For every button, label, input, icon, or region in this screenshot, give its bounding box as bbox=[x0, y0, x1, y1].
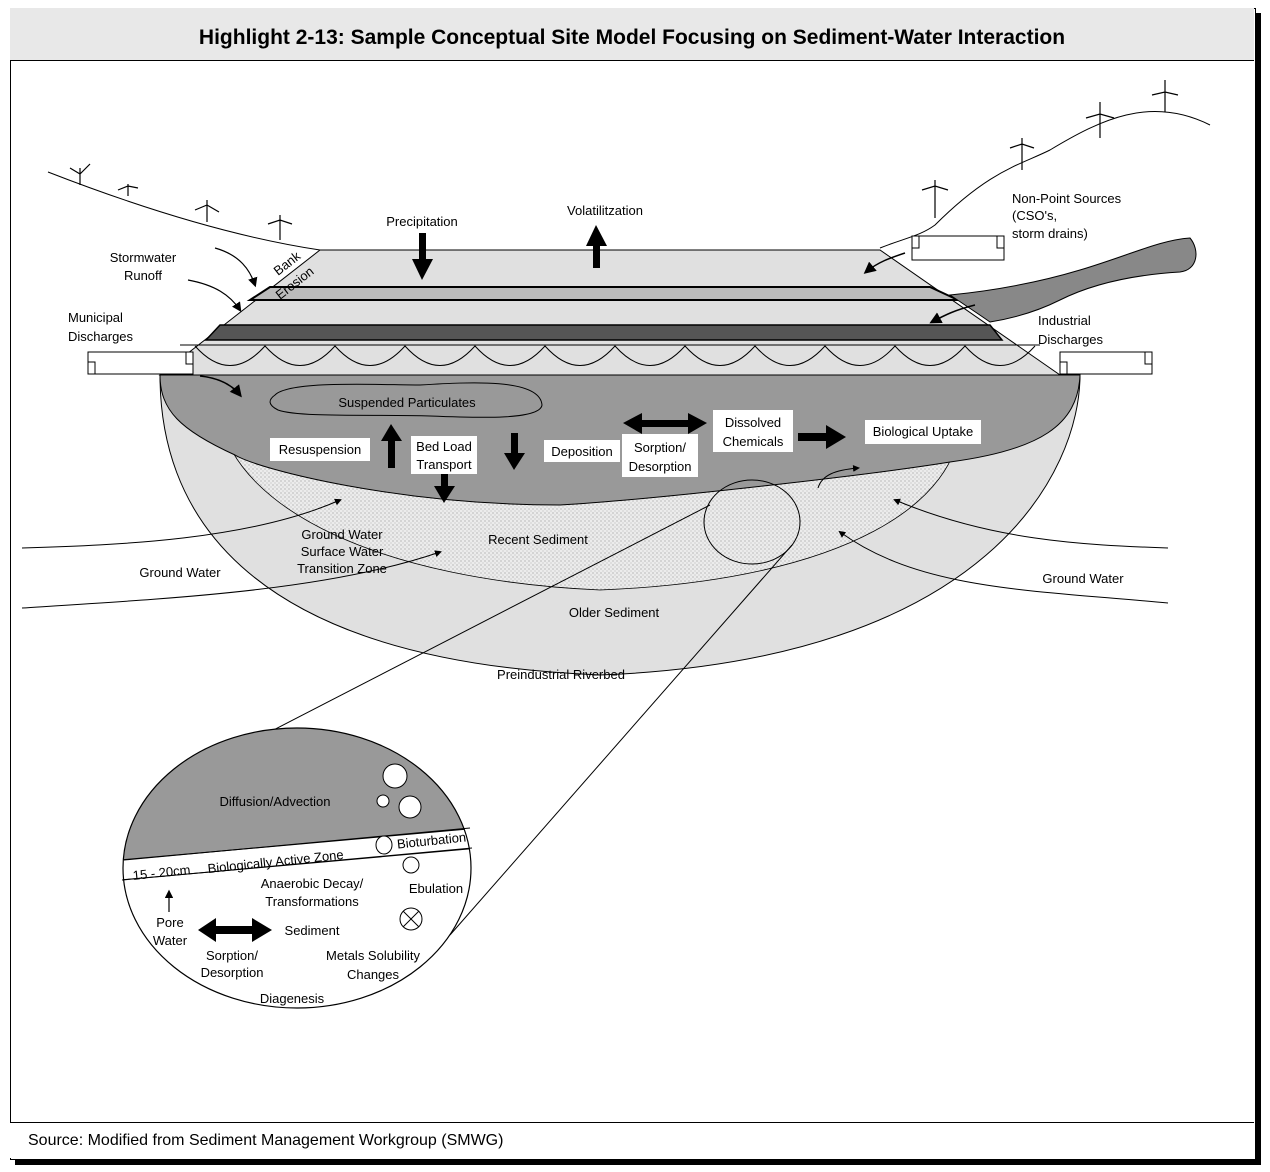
bubble-icon bbox=[398, 795, 422, 819]
label-ground-water-left: Ground Water bbox=[139, 565, 221, 580]
stormwater-arrow bbox=[214, 247, 258, 288]
inset-label-diffusion: Diffusion/Advection bbox=[219, 794, 330, 809]
surface-band-black bbox=[204, 324, 1004, 341]
label-older-sediment: Older Sediment bbox=[569, 605, 660, 620]
label-nonpoint-drains: storm drains) bbox=[1012, 226, 1088, 241]
bubble-icon bbox=[382, 763, 408, 789]
inset-label-diagenesis: Diagenesis bbox=[260, 991, 325, 1006]
inset-label-bioturbation: Bioturbation bbox=[396, 829, 467, 851]
label-ground-water-right: Ground Water bbox=[1042, 571, 1124, 586]
label-recent-sediment: Recent Sediment bbox=[488, 532, 588, 547]
right-hillside bbox=[879, 111, 1211, 249]
label-desorption: Desorption bbox=[629, 459, 692, 474]
stormwater-arrow bbox=[187, 279, 242, 312]
label-suspended-particulates: Suspended Particulates bbox=[338, 395, 476, 410]
inset-label-transformations: Transformations bbox=[265, 894, 359, 909]
label-industrial-discharges: Discharges bbox=[1038, 332, 1104, 347]
inset-label-sorption: Sorption/ bbox=[206, 948, 258, 963]
inset-magnified-view: Diffusion/Advection Bioturbation Biologi… bbox=[121, 727, 473, 1009]
label-precipitation: Precipitation bbox=[386, 214, 458, 229]
nonpoint-inflow-arrow bbox=[863, 252, 906, 274]
label-nonpoint-cso: (CSO's, bbox=[1012, 208, 1057, 223]
industrial-pipe bbox=[1059, 351, 1153, 375]
crossed-circle-icon bbox=[399, 907, 423, 931]
inset-label-water: Water bbox=[153, 933, 188, 948]
label-preindustrial: Preindustrial Riverbed bbox=[497, 667, 625, 682]
ground-water-line bbox=[893, 498, 1169, 549]
bubble-icon bbox=[376, 794, 390, 808]
label-bedload-transport: Transport bbox=[416, 457, 472, 472]
bubble-icon bbox=[375, 835, 393, 855]
label-stormwater: Stormwater bbox=[110, 250, 177, 265]
label-nonpoint: Non-Point Sources bbox=[1012, 191, 1122, 206]
label-biological-uptake: Biological Uptake bbox=[873, 424, 973, 439]
label-dissolved: Dissolved bbox=[725, 415, 781, 430]
figure-title: Highlight 2-13: Sample Conceptual Site M… bbox=[10, 8, 1254, 61]
industrial-plume bbox=[948, 237, 1197, 323]
source-caption: Source: Modified from Sediment Managemen… bbox=[10, 1122, 1254, 1158]
inset-label-anaerobic: Anaerobic Decay/ bbox=[261, 876, 364, 891]
label-deposition: Deposition bbox=[551, 444, 612, 459]
inset-label-sediment: Sediment bbox=[285, 923, 340, 938]
ground-water-line bbox=[21, 498, 342, 549]
label-gw-transition: Ground Water bbox=[301, 527, 383, 542]
label-gw-zone: Transition Zone bbox=[297, 561, 387, 576]
label-volatilization: Volatilitzation bbox=[567, 203, 643, 218]
industrial-inflow-arrow bbox=[929, 304, 976, 324]
nonpoint-pipe bbox=[911, 235, 1005, 261]
left-hillside bbox=[47, 171, 321, 251]
ground-water-line bbox=[21, 550, 442, 609]
wave-scallops bbox=[194, 345, 1036, 366]
label-bedload: Bed Load bbox=[416, 439, 472, 454]
inset-label-ebulation: Ebulation bbox=[409, 881, 463, 896]
bubble-icon bbox=[402, 856, 420, 874]
inset-label-depth: 15 - 20cm bbox=[132, 862, 191, 883]
ground-water-line bbox=[838, 530, 1169, 604]
plant-icon bbox=[921, 80, 1179, 218]
inset-label-metals: Metals Solubility bbox=[326, 948, 420, 963]
label-runoff: Runoff bbox=[124, 268, 162, 283]
suspended-particulates-blob bbox=[269, 382, 543, 418]
label-municipal: Municipal bbox=[68, 310, 123, 325]
thick-arrows bbox=[381, 225, 846, 503]
municipal-inflow-arrow bbox=[199, 375, 242, 398]
inset-double-arrow bbox=[198, 918, 272, 942]
label-gw-surface: Surface Water bbox=[301, 544, 384, 559]
label-chemicals: Chemicals bbox=[723, 434, 784, 449]
label-municipal-discharges: Discharges bbox=[68, 329, 134, 344]
plant-icon bbox=[69, 163, 293, 240]
inset-label-changes: Changes bbox=[347, 967, 400, 982]
water-surface bbox=[158, 249, 1062, 376]
label-industrial: Industrial bbox=[1038, 313, 1091, 328]
label-sorption: Sorption/ bbox=[634, 440, 686, 455]
surface-band-dark bbox=[246, 286, 959, 301]
inset-label-pore: Pore bbox=[156, 915, 183, 930]
inset-label-desorption: Desorption bbox=[201, 965, 264, 980]
label-resuspension: Resuspension bbox=[279, 442, 361, 457]
uptake-small-arrow bbox=[817, 464, 860, 489]
zoom-circle bbox=[703, 479, 801, 565]
municipal-pipe bbox=[87, 351, 194, 375]
